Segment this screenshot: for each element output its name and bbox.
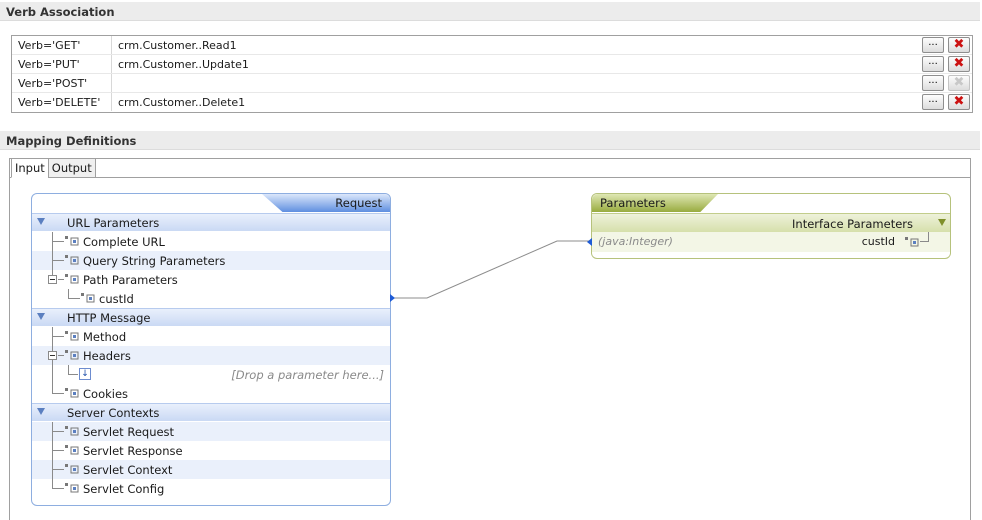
- tree-item-label: custId: [99, 292, 134, 306]
- parameters-node[interactable]: Parameters Interface Parameters (java:In…: [587, 193, 951, 259]
- group-http-message[interactable]: HTTP Message: [32, 308, 390, 326]
- tree-item-method[interactable]: Method: [32, 327, 390, 346]
- param-type: (java:Integer): [598, 235, 673, 248]
- verb-row-delete[interactable]: Verb='DELETE' crm.Customer..Delete1 ... …: [12, 93, 972, 112]
- tree-item-label: Servlet Response: [83, 444, 183, 458]
- tree-item-label: Servlet Context: [83, 463, 173, 477]
- tree-item-complete-url[interactable]: Complete URL: [32, 232, 390, 251]
- triangle-down-icon[interactable]: [37, 218, 45, 225]
- tree-item-servlet-context[interactable]: Servlet Context: [32, 460, 390, 479]
- group-url-parameters[interactable]: URL Parameters: [32, 213, 390, 231]
- input-port[interactable]: [587, 238, 592, 246]
- parameter-node-icon: [65, 464, 79, 474]
- triangle-down-icon[interactable]: [37, 313, 45, 320]
- param-name: custId: [861, 235, 895, 248]
- verb-condition: Verb='PUT': [12, 55, 112, 73]
- request-title: Request: [262, 194, 390, 212]
- red-x-icon[interactable]: ✖: [948, 37, 970, 53]
- parameter-node-icon: [65, 426, 79, 436]
- tree-item-label: Servlet Request: [83, 425, 175, 439]
- parameter-node-icon: [65, 483, 79, 493]
- verb-target: crm.Customer..Read1: [118, 39, 237, 52]
- edit-button[interactable]: ...: [922, 56, 944, 72]
- tree-item-query-string[interactable]: Query String Parameters: [32, 251, 390, 270]
- tree-item-cookies[interactable]: Cookies: [32, 384, 390, 403]
- tree-item-drop-target[interactable]: ↓ [Drop a parameter here...]: [32, 365, 390, 384]
- collapse-icon[interactable]: [48, 275, 57, 284]
- group-label: Server Contexts: [67, 406, 160, 420]
- verb-target: crm.Customer..Update1: [118, 58, 249, 71]
- red-x-icon[interactable]: ✖: [948, 94, 970, 110]
- tree-item-servlet-config[interactable]: Servlet Config: [32, 479, 390, 498]
- edit-button[interactable]: ...: [922, 37, 944, 53]
- tree-item-custid[interactable]: custId: [32, 289, 395, 308]
- output-port[interactable]: [390, 294, 395, 302]
- verb-condition: Verb='POST': [12, 74, 112, 92]
- verb-condition: Verb='DELETE': [12, 93, 112, 111]
- parameter-node-icon: [65, 274, 79, 284]
- tree-item-servlet-response[interactable]: Servlet Response: [32, 441, 390, 460]
- mapping-tabs: Input Output: [11, 159, 96, 178]
- parameter-node-icon: [65, 350, 79, 360]
- parameter-node-icon: [905, 237, 919, 247]
- verb-association-header: Verb Association: [0, 2, 980, 21]
- tree-item-label: Servlet Config: [83, 482, 165, 496]
- tree-item-headers[interactable]: Headers: [32, 346, 390, 365]
- grey-x-icon: ✖: [948, 75, 970, 91]
- parameter-node-icon: [65, 445, 79, 455]
- triangle-down-icon[interactable]: [938, 219, 946, 226]
- tree-item-label: Complete URL: [83, 235, 165, 249]
- red-x-icon[interactable]: ✖: [948, 56, 970, 72]
- tree-item-servlet-request[interactable]: Servlet Request: [32, 422, 390, 441]
- tree-item-path-parameters[interactable]: Path Parameters: [32, 270, 390, 289]
- parameters-title: Parameters: [592, 194, 718, 212]
- verb-association-table: Verb='GET' crm.Customer..Read1 ... ✖ Ver…: [11, 35, 973, 113]
- tab-output[interactable]: Output: [47, 159, 96, 178]
- edit-button[interactable]: ...: [922, 94, 944, 110]
- drop-hint: [Drop a parameter here...]: [231, 368, 384, 382]
- tree-item-label: Path Parameters: [83, 273, 178, 287]
- tree-item-label: Headers: [83, 349, 131, 363]
- group-server-contexts[interactable]: Server Contexts: [32, 403, 390, 421]
- tree-item-label: Method: [83, 330, 127, 344]
- param-custid-row[interactable]: (java:Integer) custId: [587, 232, 950, 252]
- verb-target: crm.Customer..Delete1: [118, 96, 246, 109]
- tree-item-label: Query String Parameters: [83, 254, 226, 268]
- tabs-divider: [9, 177, 971, 178]
- tree-item-label: Cookies: [83, 387, 129, 401]
- triangle-down-icon[interactable]: [37, 408, 45, 415]
- tab-input[interactable]: Input: [11, 159, 49, 178]
- group-label: HTTP Message: [67, 311, 151, 325]
- verb-row-put[interactable]: Verb='PUT' crm.Customer..Update1 ... ✖: [12, 55, 972, 74]
- parameter-node-icon: [81, 293, 95, 303]
- interface-parameters-row[interactable]: Interface Parameters: [592, 213, 950, 232]
- parameter-node-icon: [65, 236, 79, 246]
- verb-row-get[interactable]: Verb='GET' crm.Customer..Read1 ... ✖: [12, 36, 972, 55]
- verb-condition: Verb='GET': [12, 36, 112, 54]
- mapping-definitions-header: Mapping Definitions: [0, 131, 980, 150]
- edit-button[interactable]: ...: [922, 75, 944, 91]
- group-label: URL Parameters: [67, 216, 160, 230]
- parameter-node-icon: [65, 388, 79, 398]
- request-node[interactable]: Request URL Parameters Complete URL Quer…: [31, 193, 395, 506]
- verb-row-post[interactable]: Verb='POST' ... ✖: [12, 74, 972, 93]
- drop-arrow-icon[interactable]: ↓: [79, 368, 91, 380]
- parameter-node-icon: [65, 331, 79, 341]
- collapse-icon[interactable]: [48, 351, 57, 360]
- interface-parameters-label: Interface Parameters: [792, 217, 913, 231]
- parameter-node-icon: [65, 255, 79, 265]
